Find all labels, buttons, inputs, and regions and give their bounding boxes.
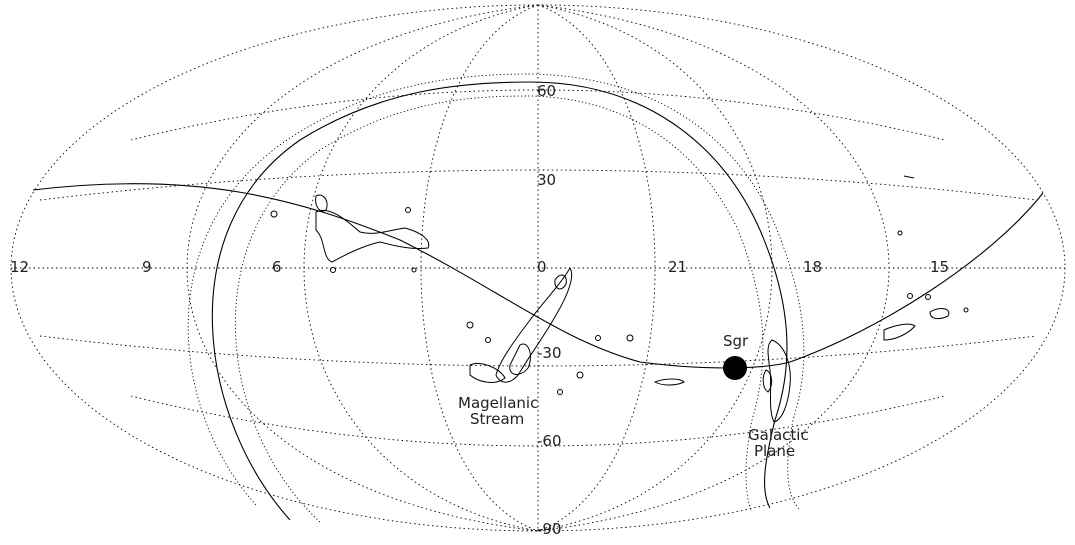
parallel-60: [130, 89, 946, 141]
ra-label-21: 21: [668, 258, 687, 276]
east-contour: [897, 230, 903, 236]
ms-contour: [469, 363, 506, 383]
meridian-w2: [303, 4, 539, 532]
meridian-w3: [186, 4, 539, 532]
north-contour: [330, 267, 336, 273]
galactic-plane-contours: [762, 339, 791, 423]
gp-contour: [762, 369, 773, 393]
graticule: [10, 4, 1066, 532]
ra-label-15: 15: [930, 258, 949, 276]
magellanic-stream-label-line2: Stream: [470, 410, 524, 428]
meridian-e2: [537, 4, 773, 532]
galactic-plane-loop: [211, 81, 788, 521]
ra-label-18: 18: [803, 258, 822, 276]
north-contour: [411, 267, 417, 273]
ms-contour: [495, 267, 573, 383]
north-contour: [315, 194, 328, 212]
galactic-plane-label-line1: Galactic: [748, 426, 809, 444]
sgr-label: Sgr: [723, 332, 749, 350]
dec-label-m30: -30: [537, 344, 562, 362]
ms-contour: [485, 337, 491, 343]
dec-label-30: 30: [537, 171, 556, 189]
meridian-w1: [420, 4, 539, 532]
meridian-e1: [537, 4, 656, 532]
north-contour: [315, 209, 430, 263]
galactic-plane-label-line2: Plane: [754, 442, 795, 460]
ms-contour: [554, 274, 567, 290]
ms-contour: [576, 371, 584, 379]
eastern-cloud-contours: [883, 175, 969, 341]
ra-label-12: 12: [10, 258, 29, 276]
dec-label-60: 60: [537, 82, 556, 100]
dec-label-m90: -90: [537, 520, 562, 538]
ms-contour: [653, 378, 685, 386]
sgr-marker: [723, 356, 747, 380]
east-contour: [907, 293, 913, 299]
ms-contour: [466, 321, 474, 329]
meridian-e3: [537, 4, 890, 532]
northern-cloud-contours: [270, 194, 430, 273]
north-contour: [405, 207, 411, 213]
ms-contour: [509, 343, 531, 375]
east-contour: [903, 175, 915, 179]
east-contour: [883, 323, 916, 341]
north-contour: [270, 210, 278, 218]
sgr-orbit-path: [32, 183, 1044, 369]
ra-label-0: 0: [537, 258, 547, 276]
galactic-plane-outer: [187, 73, 805, 511]
ms-contour: [626, 334, 634, 342]
parallel-minus-60: [130, 395, 946, 447]
gp-contour: [767, 339, 791, 423]
east-contour: [925, 294, 931, 300]
ms-contour: [557, 389, 563, 395]
magellanic-stream-label-line1: Magellanic: [458, 394, 538, 412]
east-contour: [963, 307, 969, 313]
dec-label-m60: -60: [537, 432, 562, 450]
galactic-plane-inner: [235, 95, 764, 523]
ms-contour: [595, 335, 601, 341]
magellanic-stream-contours: [466, 267, 685, 395]
ra-label-6: 6: [272, 258, 282, 276]
ra-label-9: 9: [142, 258, 152, 276]
east-contour: [929, 308, 950, 320]
